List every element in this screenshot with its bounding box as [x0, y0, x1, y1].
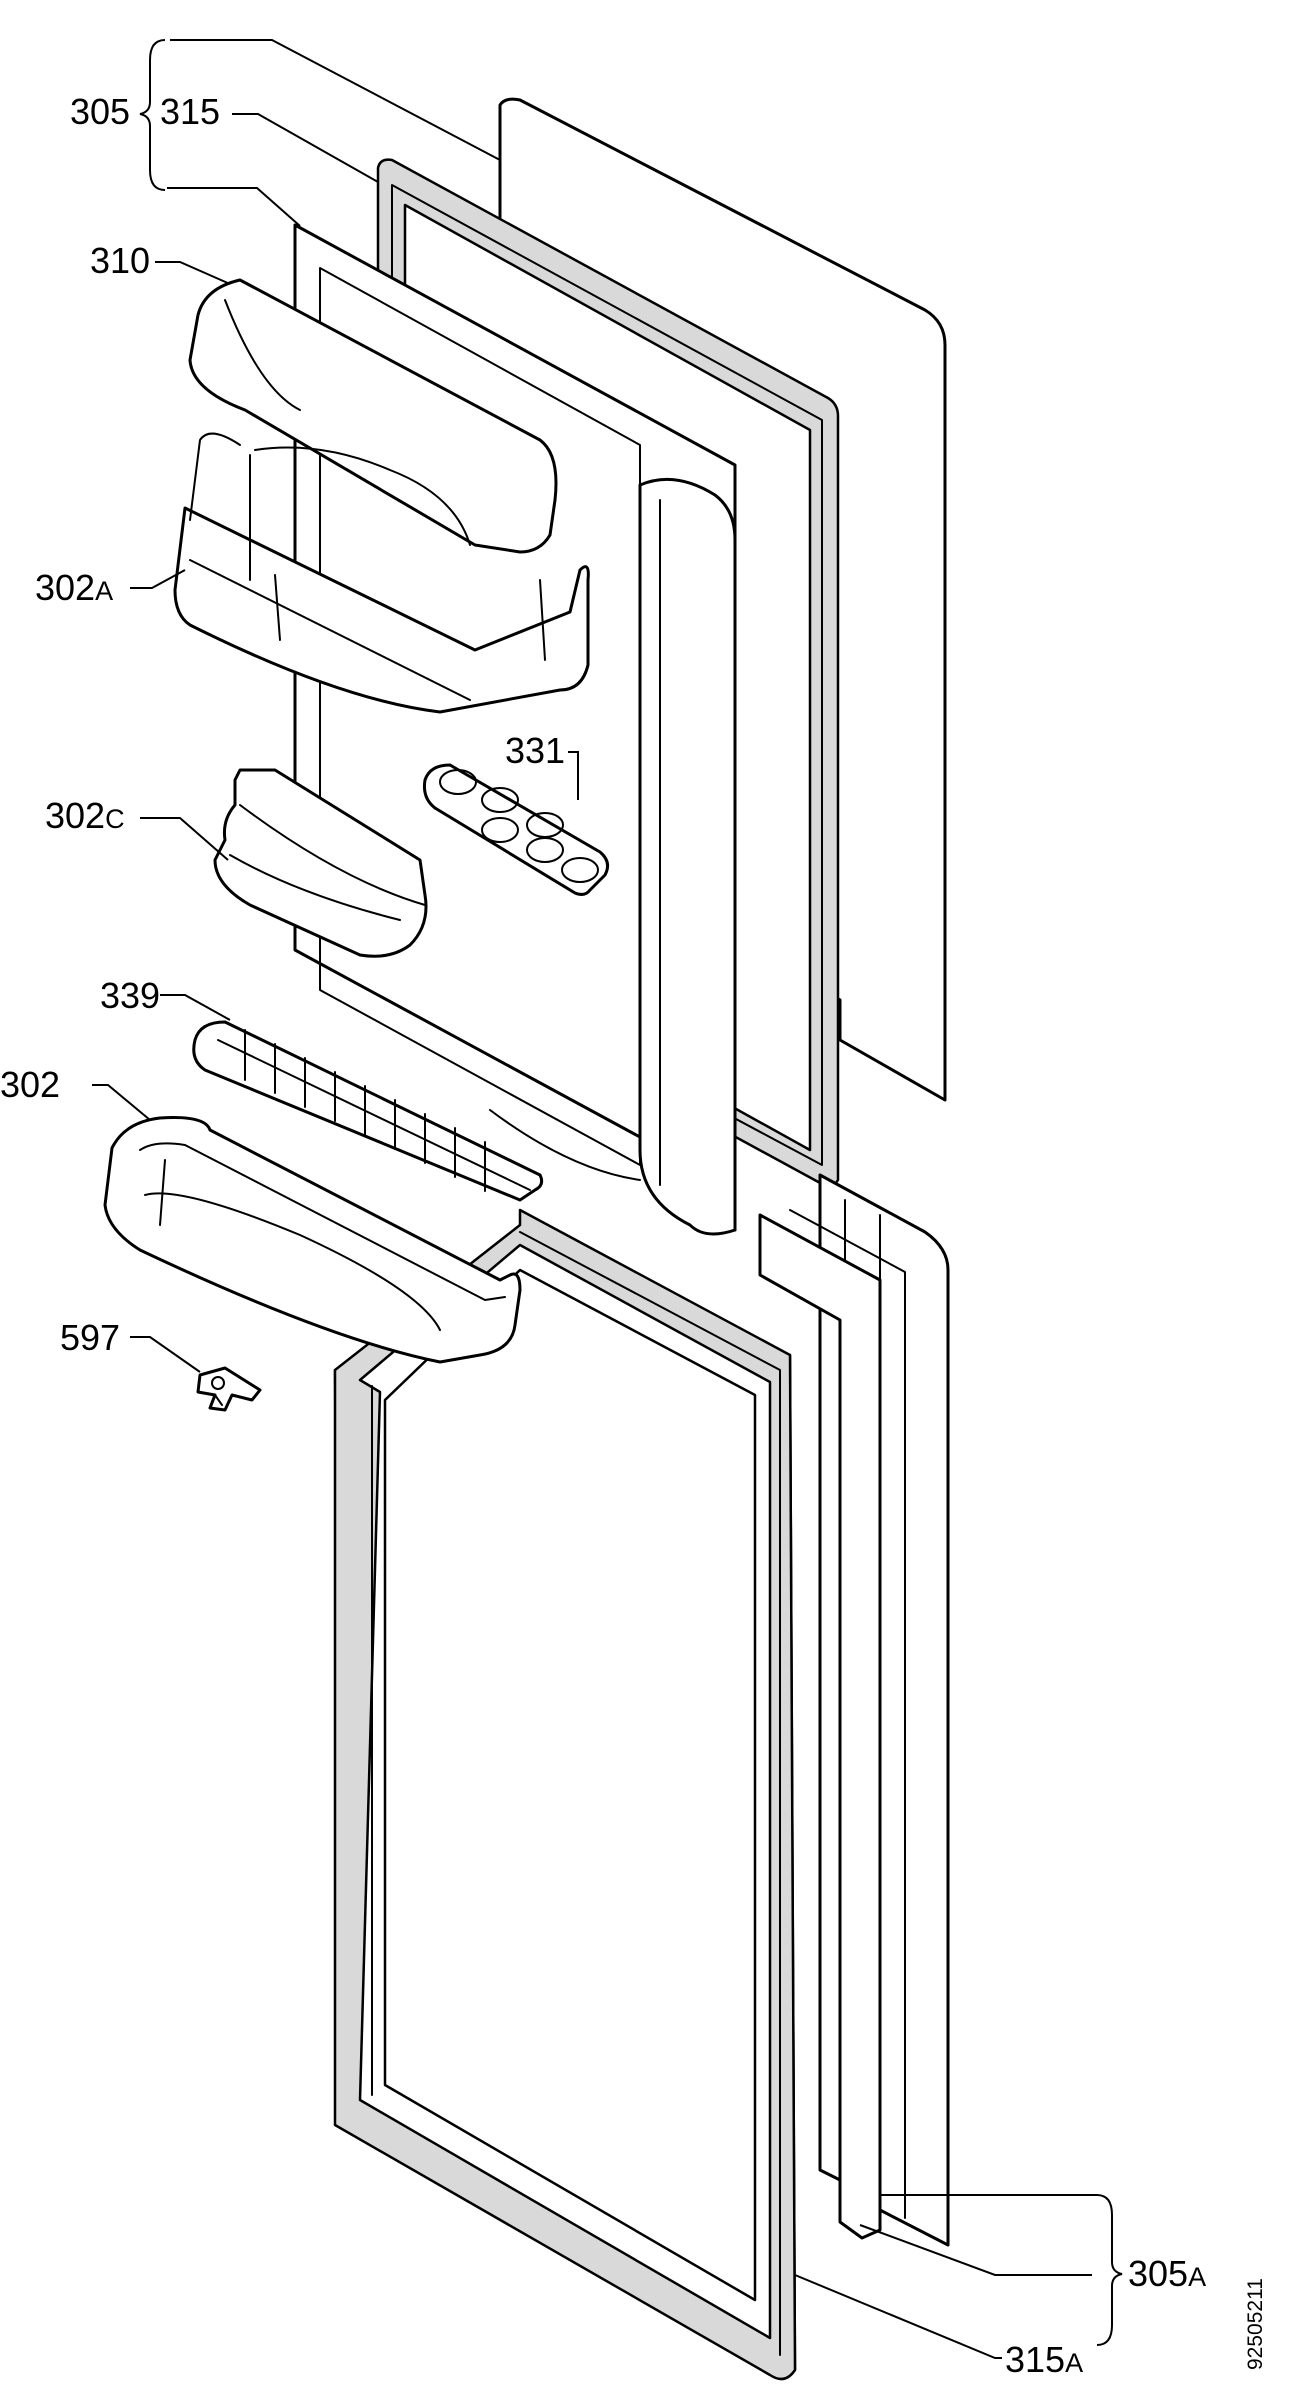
hinge-clip: [196, 1366, 262, 1412]
bottle-rail-grid: [192, 1020, 544, 1202]
small-door-bin: [213, 768, 428, 958]
label-315: 315: [160, 91, 220, 132]
lower-door-gasket: [333, 1208, 797, 2381]
bracket-305: [139, 39, 166, 191]
label-302a: 302A: [35, 567, 113, 608]
lower-inner-door-liner: [758, 1209, 906, 2240]
label-305a: 305A: [1128, 2253, 1206, 2294]
label-305: 305: [70, 91, 130, 132]
egg-tray: [423, 763, 610, 896]
upper-door-bin-with-lid: [173, 278, 590, 714]
label-315a: 315A: [1005, 2339, 1083, 2380]
bracket-305a: [1096, 2194, 1123, 2346]
lower-door-bin: [103, 1116, 522, 1364]
label-339: 339: [100, 975, 160, 1016]
label-597: 597: [60, 1317, 120, 1358]
leader-lines: [92, 39, 1097, 2359]
drawing-code: 92505211: [1244, 2278, 1267, 2370]
label-302c: 302C: [45, 795, 125, 836]
label-331: 331: [505, 730, 565, 771]
label-302: 302: [0, 1064, 60, 1105]
label-310: 310: [90, 240, 150, 281]
